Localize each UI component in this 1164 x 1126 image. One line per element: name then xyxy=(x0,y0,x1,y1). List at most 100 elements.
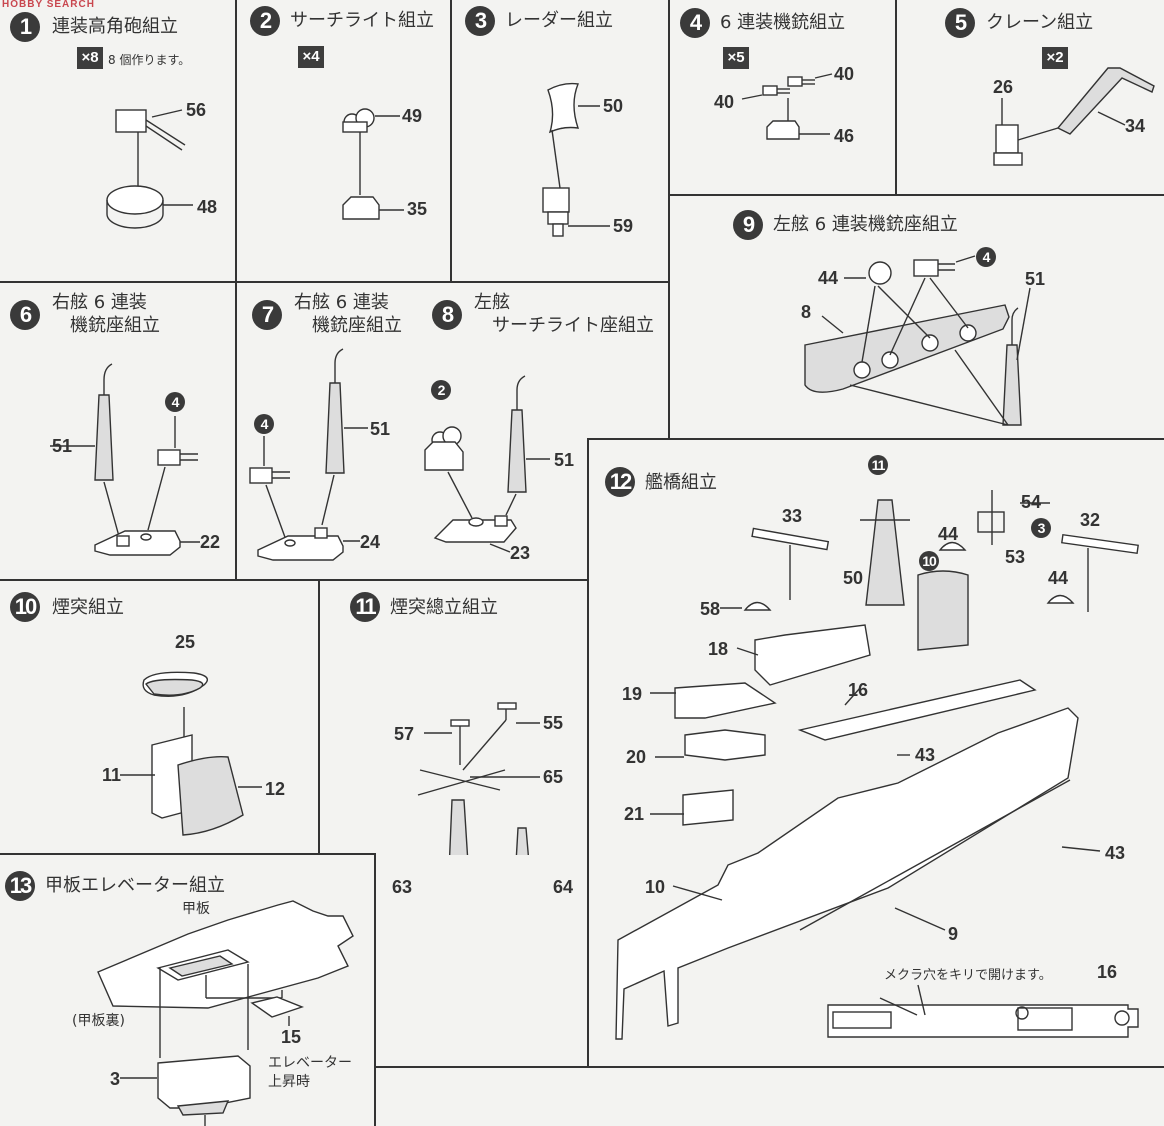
part-number: 50 xyxy=(843,568,864,588)
multiplier-badge: ×8 xyxy=(77,47,103,69)
step-number-badge: 7 xyxy=(252,300,282,330)
part-number: 26 xyxy=(993,77,1014,97)
part-number: 44 xyxy=(818,268,839,288)
part-number: 48 xyxy=(197,197,218,217)
part-number: 43 xyxy=(915,745,936,765)
funnel-stay-drawing xyxy=(417,702,540,855)
part-number: 16 xyxy=(1097,962,1118,982)
radar-drawing xyxy=(542,82,610,237)
part-number: 40 xyxy=(834,64,855,84)
divider xyxy=(587,438,589,1068)
divider xyxy=(235,281,237,581)
step-title: 甲板エレベーター組立 xyxy=(45,875,225,896)
divider xyxy=(374,853,376,1126)
divider xyxy=(668,194,1164,196)
part-number: 9 xyxy=(948,924,959,944)
step-number-badge: 5 xyxy=(945,8,975,38)
step-note: 8 個作ります。 xyxy=(108,53,191,67)
part-number: 58 xyxy=(700,599,721,619)
part-number: 11 xyxy=(102,765,122,785)
part-number: 16 xyxy=(848,680,869,700)
part-number: 40 xyxy=(714,92,735,112)
step-reference-badge: 4 xyxy=(254,414,274,434)
part-number: 55 xyxy=(543,713,564,733)
bridge-assembly-drawing xyxy=(615,490,1139,1040)
step-reference-badge: 4 xyxy=(976,247,996,267)
step-number-badge: 6 xyxy=(10,300,40,330)
step-number-badge: 9 xyxy=(733,210,763,240)
step-title-line2: サーチライト座組立 xyxy=(492,315,654,336)
step-title: 煙突總立組立 xyxy=(390,597,498,618)
part-number: 50 xyxy=(603,96,624,116)
divider xyxy=(374,1066,1164,1068)
mount-drawing xyxy=(50,363,200,556)
divider xyxy=(235,0,237,282)
part-number: 57 xyxy=(394,724,415,744)
step-title: サーチライト組立 xyxy=(290,10,434,31)
part-number: 3 xyxy=(110,1069,121,1089)
step-number-badge: 4 xyxy=(680,8,710,38)
step-title: 6 連装機銃組立 xyxy=(720,12,846,33)
part-number: 22 xyxy=(200,532,221,552)
mount-drawing xyxy=(424,375,550,553)
part-number: 65 xyxy=(543,767,564,787)
step-title: 艦橋組立 xyxy=(645,472,717,493)
step-number-badge: 8 xyxy=(432,300,462,330)
step-reference-badge: 4 xyxy=(165,392,185,412)
part-number: 33 xyxy=(782,506,803,526)
part-number: 21 xyxy=(624,804,645,824)
mount-drawing xyxy=(249,348,368,561)
multiplier-badge: ×5 xyxy=(723,47,749,69)
step-number-badge: 2 xyxy=(250,6,280,36)
searchlight-drawing xyxy=(342,108,404,220)
part-number: 46 xyxy=(834,126,855,146)
step-number-badge: 10 xyxy=(10,592,40,622)
step-title: 左舷 6 連装機銃座組立 xyxy=(773,214,958,235)
watermark: HOBBY SEARCH xyxy=(2,0,95,10)
part-number: 63 xyxy=(392,877,413,897)
step-title: レーダー組立 xyxy=(505,10,613,31)
step-number-badge: 3 xyxy=(465,6,495,36)
divider xyxy=(588,438,1164,440)
elevator-raised-label-1: エレベーター xyxy=(268,1055,352,1071)
part-number: 20 xyxy=(626,747,647,767)
part-number: 23 xyxy=(510,543,531,563)
step-title-line1: 右舷 6 連装 xyxy=(52,292,147,313)
divider xyxy=(0,281,670,283)
part-number: 51 xyxy=(554,450,575,470)
part-number: 59 xyxy=(613,216,634,236)
step-reference-badge: 11 xyxy=(868,455,888,475)
part-number: 53 xyxy=(1005,547,1026,567)
drill-holes-note: メクラ穴をキリで開けます。 xyxy=(884,968,1052,983)
step-number-badge: 11 xyxy=(350,592,380,622)
divider xyxy=(895,0,897,195)
step-title: クレーン組立 xyxy=(986,12,1094,33)
part-number: 8 xyxy=(801,302,812,322)
step-title-line2: 機銃座組立 xyxy=(312,315,402,336)
divider xyxy=(668,0,670,440)
step-title-line1: 左舷 xyxy=(474,292,510,313)
part-number: 49 xyxy=(402,106,423,126)
step-reference-badge: 2 xyxy=(431,380,451,400)
part-number: 32 xyxy=(1080,510,1101,530)
deck-elevator-drawing xyxy=(97,900,354,1126)
step-reference-badge: 3 xyxy=(1031,518,1051,538)
part-number: 19 xyxy=(622,684,643,704)
divider xyxy=(0,853,375,855)
divider xyxy=(0,579,589,581)
part-number: 64 xyxy=(553,877,574,897)
step-title-line1: 右舷 6 連装 xyxy=(294,292,389,313)
part-number: 56 xyxy=(186,100,207,120)
part-number: 24 xyxy=(360,532,381,552)
step-title: 連装高角砲組立 xyxy=(52,16,178,37)
deck-label: 甲板 xyxy=(182,901,210,917)
part-number: 25 xyxy=(175,632,196,652)
divider xyxy=(318,579,320,854)
step-number-badge: 12 xyxy=(605,467,635,497)
step-title-line2: 機銃座組立 xyxy=(70,315,160,336)
multiplier-badge: ×2 xyxy=(1042,47,1068,69)
deck-underside-label: (甲板裏) xyxy=(72,1013,125,1029)
part-number: 54 xyxy=(1021,492,1042,512)
divider xyxy=(450,0,452,282)
multiplier-badge: ×4 xyxy=(298,46,324,68)
